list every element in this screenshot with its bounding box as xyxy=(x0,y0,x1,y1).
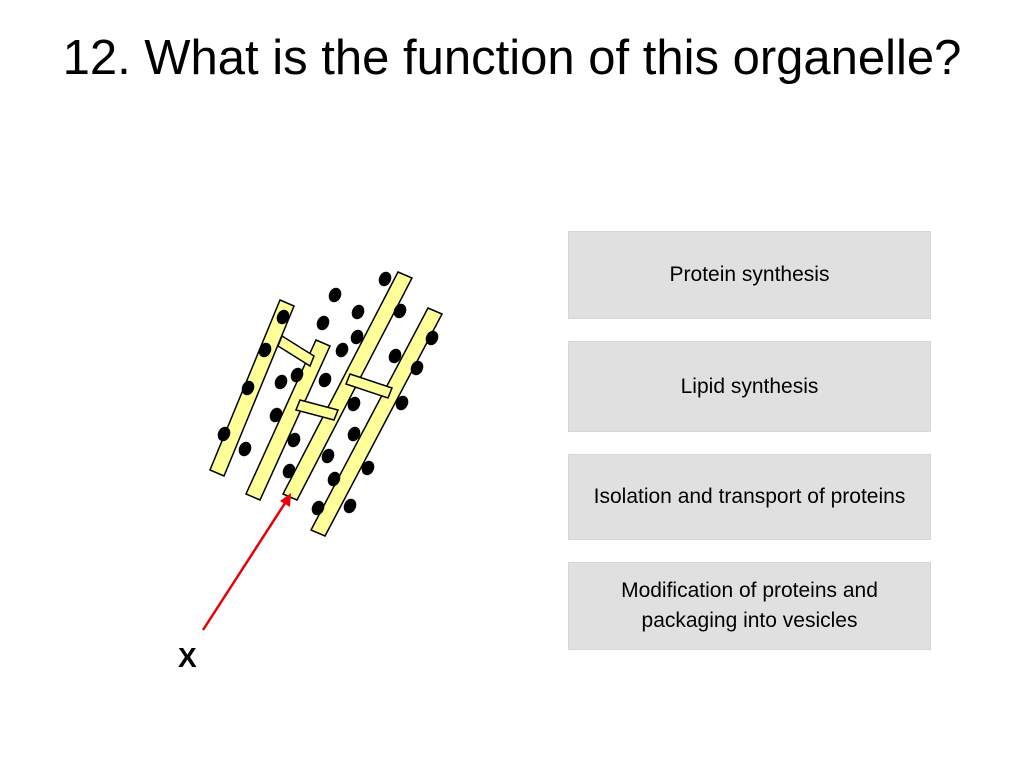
ribosome-dot xyxy=(274,374,288,390)
ribosome-dot xyxy=(282,463,296,479)
ribosome-dot xyxy=(393,303,407,319)
er-cisterna xyxy=(281,271,414,501)
ribosome-dot xyxy=(425,330,439,346)
ribosome-dot xyxy=(217,426,231,442)
er-connector xyxy=(345,373,393,399)
answer-option-modification-packaging[interactable]: Modification of proteins and packaging i… xyxy=(568,562,931,650)
ribosome-dot xyxy=(335,342,349,358)
answer-option-protein-synthesis[interactable]: Protein synthesis xyxy=(568,231,931,319)
ribosome-dot xyxy=(410,360,424,376)
ribosome-dot xyxy=(269,407,283,423)
marker-label-x: X xyxy=(178,642,197,673)
ribosome-dot xyxy=(350,329,364,345)
ribosome-dot xyxy=(388,348,402,364)
ribosome-dot xyxy=(378,271,392,287)
answer-option-isolation-transport[interactable]: Isolation and transport of proteins xyxy=(568,454,931,540)
option-label: Protein synthesis xyxy=(669,263,830,286)
ribosome-dot xyxy=(276,309,290,325)
arrow-line xyxy=(201,499,289,631)
ribosome-dot xyxy=(241,380,255,396)
question-title: 12. What is the function of this organel… xyxy=(62,31,962,85)
answer-option-lipid-synthesis[interactable]: Lipid synthesis xyxy=(568,341,931,432)
ribosome-dot xyxy=(290,367,304,383)
option-label: Lipid synthesis xyxy=(680,374,819,398)
ribosome-dot xyxy=(316,315,330,331)
ribosomes xyxy=(217,271,439,516)
ribosome-dot xyxy=(287,432,301,448)
ribosome-dot xyxy=(395,395,409,411)
ribosome-dot xyxy=(311,500,325,516)
ribosome-dot xyxy=(343,498,357,514)
ribosome-dot xyxy=(258,342,272,358)
ribosome-dot xyxy=(318,372,332,388)
ribosome-dot xyxy=(347,396,361,412)
pointer-arrow xyxy=(201,493,291,631)
ribosome-dot xyxy=(321,448,335,464)
er-connector xyxy=(294,399,340,421)
ribosome-dot xyxy=(351,304,365,320)
er-cisterna xyxy=(309,307,444,537)
ribosome-dot xyxy=(347,426,361,442)
option-label: Isolation and transport of proteins xyxy=(593,485,906,508)
ribosome-dot xyxy=(238,441,252,457)
ribosome-dot xyxy=(328,287,342,303)
option-label: Modification of proteins and packaging i… xyxy=(621,579,878,632)
ribosome-dot xyxy=(327,471,341,487)
er-connector xyxy=(277,334,315,368)
ribosome-dot xyxy=(361,460,375,476)
er-cisterna xyxy=(245,339,331,501)
arrowhead xyxy=(280,493,291,507)
